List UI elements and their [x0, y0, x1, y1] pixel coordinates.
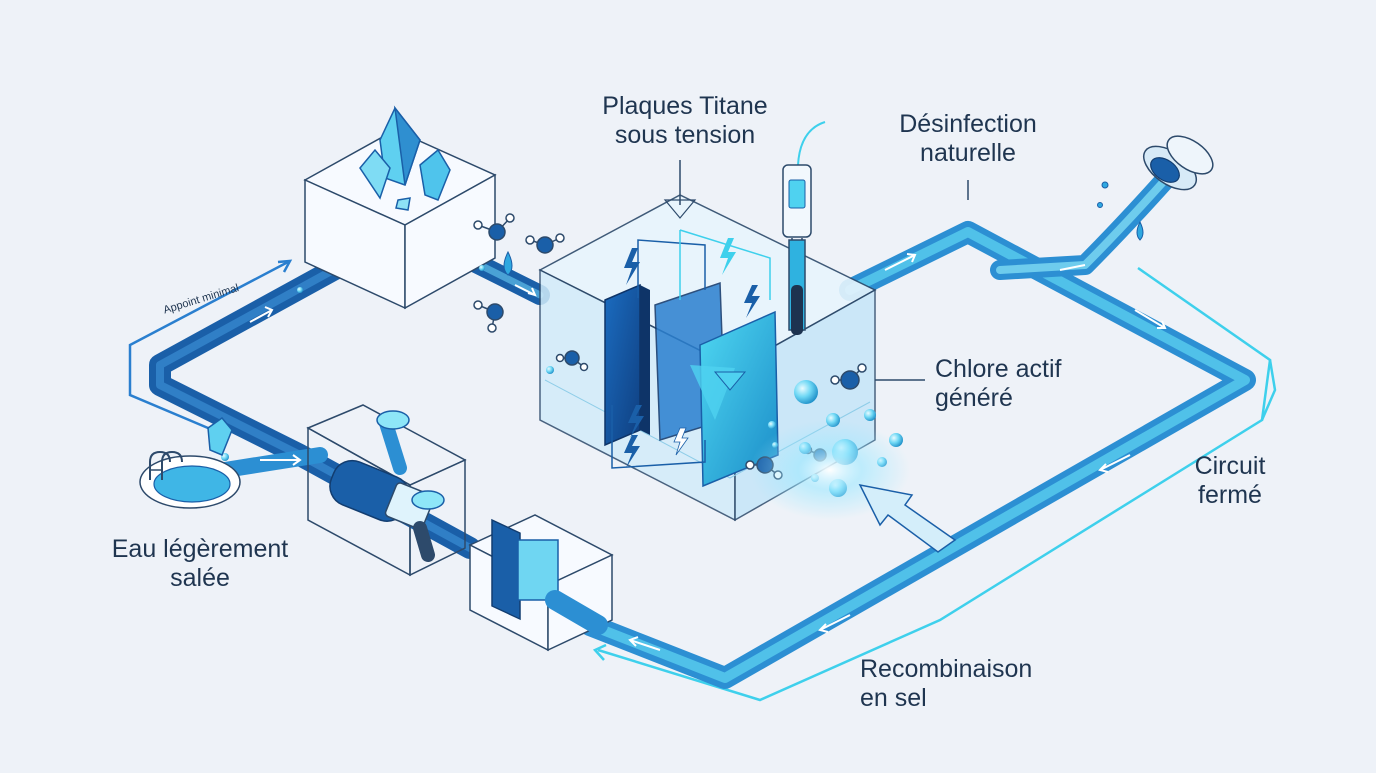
label-disinfection-line2: naturelle — [920, 139, 1016, 167]
label-recombination-line2: en sel — [860, 684, 927, 712]
pool-pipe — [217, 447, 328, 478]
label-salt-water: Eau légèrement salée — [90, 535, 310, 593]
pool-icon — [139, 450, 241, 509]
label-circuit-line1: Circuit — [1194, 452, 1266, 480]
label-plates: Plaques Titane sous tension — [575, 92, 795, 150]
lightning-icon — [624, 238, 760, 468]
label-recombination: Recombinaison en sel — [860, 655, 1032, 713]
titanium-plates — [604, 281, 779, 488]
flow-arrows — [249, 253, 1167, 651]
label-salt-water-line1: Eau légèrement — [111, 535, 289, 563]
pump-box — [306, 404, 467, 577]
filter-icon — [491, 518, 608, 635]
label-plates-line2: sous tension — [614, 121, 756, 149]
label-recombination-line1: Recombinaison — [860, 655, 1033, 683]
label-salt-water-line2: salée — [170, 564, 230, 592]
faucet-icon — [1143, 135, 1214, 191]
label-circuit-line2: fermé — [1198, 481, 1262, 509]
label-disinfection-line1: Désinfection — [899, 110, 1037, 138]
label-circuit: Circuit fermé — [1180, 452, 1280, 510]
leader-lines — [679, 160, 969, 381]
water-drops — [503, 181, 1144, 276]
sensor-probe-icon — [782, 121, 826, 335]
label-plates-line1: Plaques Titane — [602, 92, 768, 120]
salt-crystal-icon — [359, 105, 451, 211]
topup-guide-line — [128, 260, 289, 430]
label-chlorine-line2: généré — [935, 384, 1013, 412]
label-chlorine-line1: Chlore actif — [935, 355, 1062, 383]
circuit-arrow-head — [592, 643, 607, 661]
return-arrow — [858, 483, 957, 553]
label-chlorine: Chlore actif généré — [935, 355, 1061, 413]
wires — [611, 229, 771, 469]
topup-arrow-head — [277, 259, 293, 273]
small-crystal-icon — [207, 416, 233, 456]
label-disinfection: Désinfection naturelle — [868, 110, 1068, 168]
circuit-guide-line — [597, 266, 1272, 702]
pump-icon — [329, 410, 445, 562]
